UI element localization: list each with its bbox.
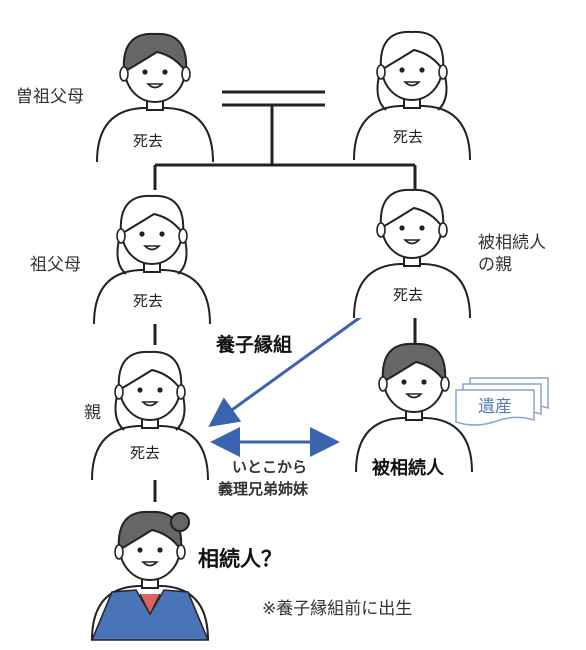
estate-documents-icon: 遺産 xyxy=(455,377,549,426)
ear xyxy=(440,376,450,392)
great-grandmother-status: 死去 xyxy=(393,128,424,146)
great-grandparents-label: 曽祖父母 xyxy=(16,87,84,107)
adoption-arrow xyxy=(208,314,363,428)
parent-status: 死去 xyxy=(130,444,161,462)
mouth xyxy=(141,561,159,567)
eye xyxy=(137,387,143,393)
note-label: ※養子縁組前に出生 xyxy=(262,599,413,619)
hair-bun xyxy=(170,512,190,532)
ear xyxy=(178,228,188,244)
eye xyxy=(419,225,425,231)
great-grandfather-status: 死去 xyxy=(133,132,164,150)
decedent-figure xyxy=(355,342,473,473)
parent-label: 親 xyxy=(84,403,101,423)
relation-label-line1: いとこから xyxy=(232,458,308,476)
ear xyxy=(114,544,124,560)
mouth xyxy=(403,81,421,87)
eye xyxy=(421,379,427,385)
eye xyxy=(157,387,163,393)
eye xyxy=(162,69,168,75)
grandparent-label: 祖父母 xyxy=(30,255,81,275)
parent-figure xyxy=(91,350,209,481)
ear xyxy=(376,64,386,80)
mouth xyxy=(143,245,161,251)
mouth xyxy=(405,393,423,399)
ear xyxy=(376,222,386,238)
ear xyxy=(116,228,126,244)
ear xyxy=(176,544,186,560)
eye xyxy=(419,67,425,73)
decedent-parent-figure xyxy=(353,188,471,319)
ear xyxy=(438,222,448,238)
decedent-parent-label: 被相続人 の親 xyxy=(478,232,546,276)
grandmother-status: 死去 xyxy=(133,292,164,310)
mouth xyxy=(146,83,164,89)
eye xyxy=(401,379,407,385)
heir-question-label: 相続人？ xyxy=(198,547,282,571)
adoption-label: 養子縁組 xyxy=(216,334,293,356)
decedent-label: 被相続人 xyxy=(372,458,444,479)
ear xyxy=(378,376,388,392)
eye xyxy=(142,69,148,75)
ear xyxy=(176,384,186,400)
ear xyxy=(114,384,124,400)
great-grandmother-figure xyxy=(353,30,471,161)
ear xyxy=(119,66,129,82)
ear xyxy=(438,64,448,80)
eye xyxy=(399,225,405,231)
decedent-parent-label-line1: 被相続人 xyxy=(478,233,546,253)
eye xyxy=(159,231,165,237)
eye xyxy=(139,231,145,237)
child-figure xyxy=(90,510,210,641)
decedent-parent-status: 死去 xyxy=(393,286,424,304)
grandmother-figure xyxy=(93,194,211,325)
svg-text:遺産: 遺産 xyxy=(478,397,512,417)
eye xyxy=(399,67,405,73)
great-grandfather-figure xyxy=(96,32,214,163)
relation-label-line2: 義理兄弟姉妹 xyxy=(218,480,309,498)
decedent-parent-label-line2: の親 xyxy=(478,255,512,275)
scarf xyxy=(139,593,161,616)
eye xyxy=(157,547,163,553)
mouth xyxy=(403,239,421,245)
mouth xyxy=(141,401,159,407)
eye xyxy=(137,547,143,553)
ear xyxy=(181,66,191,82)
